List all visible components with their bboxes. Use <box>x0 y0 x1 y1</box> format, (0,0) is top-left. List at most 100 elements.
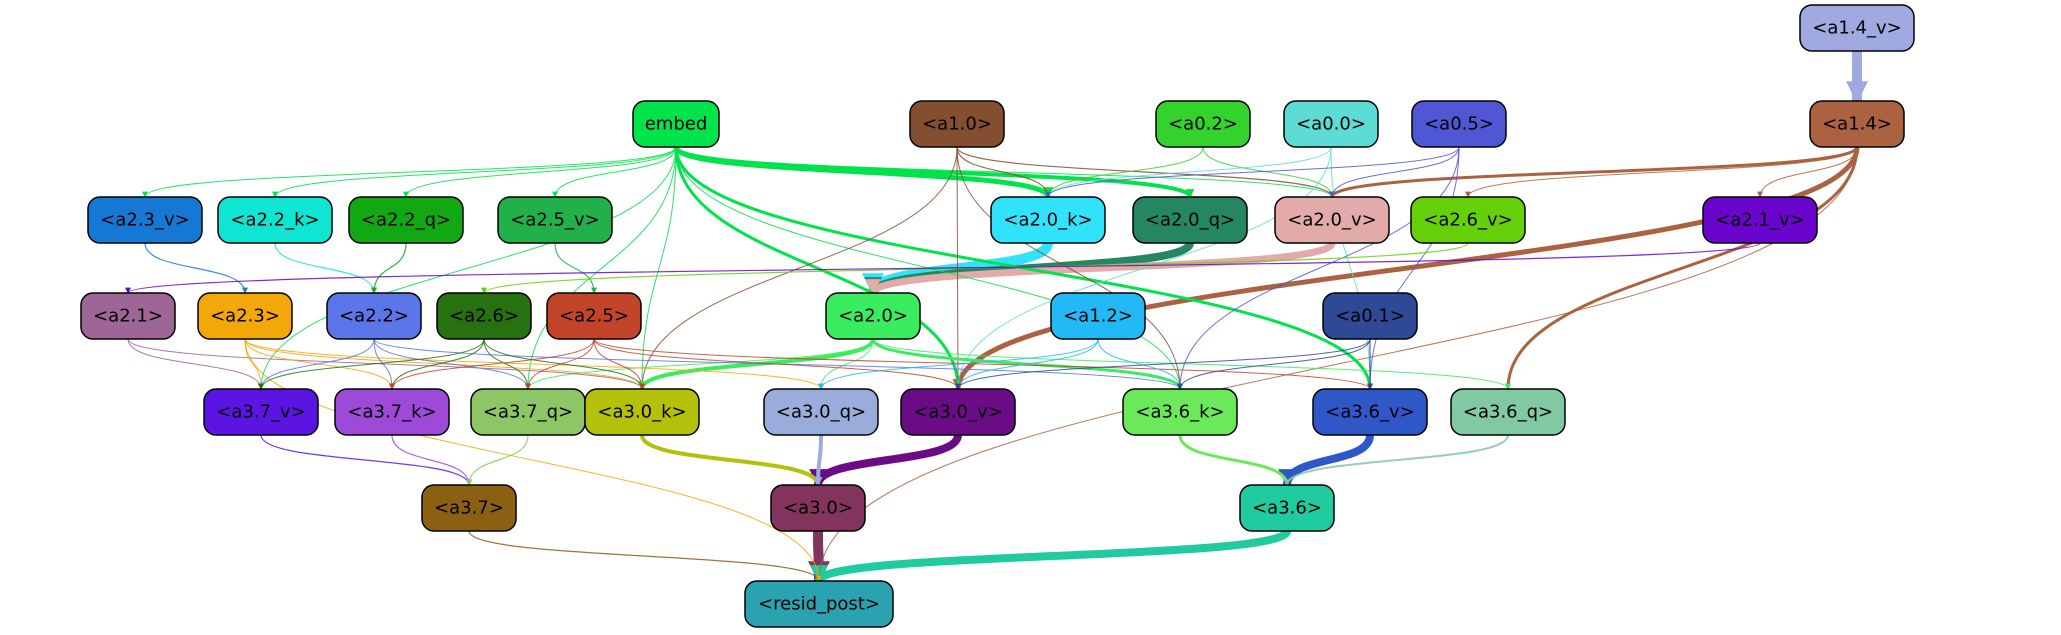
edge-a3_0_q-to-a3_0 <box>813 434 823 486</box>
node-a2-2[interactable]: <a2.2> <box>326 292 422 340</box>
node-box <box>1155 100 1251 148</box>
node-a3-0-q[interactable]: <a3.0_q> <box>763 388 879 436</box>
node-label: <a3.6_k> <box>1135 402 1224 423</box>
node-a1-4[interactable]: <a1.4> <box>1809 100 1905 148</box>
node-a3-7-k[interactable]: <a3.7_k> <box>334 388 450 436</box>
edge-a3_7_q-to-a3_7 <box>466 434 529 486</box>
edge-a2_2-to-a3_7_k <box>373 338 395 390</box>
node-a2-0[interactable]: <a2.0> <box>825 292 921 340</box>
node-label: <a2.0_q> <box>1145 210 1235 231</box>
node-box <box>584 388 700 436</box>
node-a0-5[interactable]: <a0.5> <box>1411 100 1507 148</box>
node-box <box>197 292 293 340</box>
node-label: <a3.7> <box>434 498 504 519</box>
edge-a0_1-to-a3_0_v <box>955 338 1371 390</box>
node-box <box>1410 196 1526 244</box>
node-label: <a3.6_v> <box>1325 402 1414 423</box>
node-label: <a0.1> <box>1335 306 1405 327</box>
node-resid-post[interactable]: <resid_post> <box>744 580 894 628</box>
node-a3-6[interactable]: <a3.6> <box>1239 484 1335 532</box>
node-a1-0[interactable]: <a1.0> <box>909 100 1005 148</box>
node-a2-2-q[interactable]: <a2.2_q> <box>348 196 464 244</box>
edge-a1_4-to-a3_0_v <box>952 146 1860 391</box>
node-label: <a2.1_v> <box>1715 210 1804 231</box>
edge-a3_0_k-to-a3_0 <box>640 434 823 486</box>
edge-a2_2-to-a3_7_q <box>373 338 531 390</box>
node-a2-0-k[interactable]: <a2.0_k> <box>990 196 1106 244</box>
node-a2-2-k[interactable]: <a2.2_k> <box>217 196 333 244</box>
node-box <box>770 484 866 532</box>
node-a1-4-v[interactable]: <a1.4_v> <box>1799 4 1915 52</box>
edge-embed-to-a3_0_k <box>639 146 677 390</box>
edge-a3_7_k-to-a3_7 <box>391 434 472 486</box>
node-a2-0-v[interactable]: <a2.0_v> <box>1274 196 1390 244</box>
edge-a2_6-to-a3_7_q <box>483 338 531 390</box>
edge-a2_0_v-to-a2_0 <box>865 241 1336 295</box>
edge-a1_4-to-a2_6_v <box>1465 146 1858 198</box>
node-a2-1[interactable]: <a2.1> <box>80 292 176 340</box>
edge-a0_1-to-a3_6_k <box>1177 338 1371 390</box>
node-label: <a0.5> <box>1424 114 1494 135</box>
edge-a3_7_v-to-a3_7 <box>260 434 472 486</box>
node-label: <a1.4> <box>1822 114 1892 135</box>
node-box <box>1799 4 1915 52</box>
node-a2-6[interactable]: <a2.6> <box>436 292 532 340</box>
edge-a2_3-to-a3_7_v <box>244 338 264 390</box>
edge-embed-to-a3_6_v <box>674 146 1373 390</box>
node-box <box>326 292 422 340</box>
edge-a2_0-to-a3_7_q <box>525 338 874 390</box>
node-a3-0-v[interactable]: <a3.0_v> <box>900 388 1016 436</box>
node-a2-0-q[interactable]: <a2.0_q> <box>1132 196 1248 244</box>
node-label: <a2.6_v> <box>1423 210 1512 231</box>
node-label: <a2.5_v> <box>510 210 599 231</box>
node-box <box>348 196 464 244</box>
node-box <box>1411 100 1507 148</box>
node-a3-0[interactable]: <a3.0> <box>770 484 866 532</box>
node-layer: <a1.4_v>embed <a1.0> <a0.2> <a0.0> <a0.5> <a1… <box>80 4 1915 628</box>
node-a2-3[interactable]: <a2.3> <box>197 292 293 340</box>
node-a3-7-q[interactable]: <a3.7_q> <box>470 388 586 436</box>
node-a2-5[interactable]: <a2.5> <box>546 292 642 340</box>
node-label: <a3.6_q> <box>1463 402 1553 423</box>
edge-a1_2-to-a3_0_v <box>955 338 1099 390</box>
node-box <box>990 196 1106 244</box>
node-label: <a3.0_v> <box>913 402 1002 423</box>
edge-a2_2-to-a3_7_v <box>258 338 375 390</box>
node-a3-6-k[interactable]: <a3.6_k> <box>1122 388 1238 436</box>
edge-a2_3-to-a3_0_q <box>244 338 824 390</box>
node-box <box>1239 484 1335 532</box>
node-label: <a3.7_k> <box>347 402 436 423</box>
node-a0-1[interactable]: <a0.1> <box>1322 292 1418 340</box>
edge-a2_5-to-a3_7_k <box>389 338 595 390</box>
node-a3-0-k[interactable]: <a3.0_k> <box>584 388 700 436</box>
edge-a0_2-to-a2_0_k <box>1045 146 1204 198</box>
node-box <box>1322 292 1418 340</box>
edge-a2_5-to-a3_6_v <box>593 338 1373 390</box>
edge-a1_2-to-a3_0_q <box>818 338 1099 390</box>
node-a2-6-v[interactable]: <a2.6_v> <box>1410 196 1526 244</box>
node-a2-5-v[interactable]: <a2.5_v> <box>497 196 613 244</box>
node-embed[interactable]: embed <box>632 100 720 148</box>
node-a3-6-v[interactable]: <a3.6_v> <box>1312 388 1428 436</box>
node-a3-6-q[interactable]: <a3.6_q> <box>1450 388 1566 436</box>
edge-a3_6_v-to-a3_6 <box>1278 434 1374 487</box>
edge-a2_5_v-to-a2_5 <box>554 242 597 294</box>
node-a0-2[interactable]: <a0.2> <box>1155 100 1251 148</box>
edge-embed-to-a2_0_q <box>674 145 1195 199</box>
node-box <box>1702 196 1818 244</box>
edge-embed-to-a3_0_v <box>674 146 961 390</box>
node-a2-1-v[interactable]: <a2.1_v> <box>1702 196 1818 244</box>
edge-a2_5-to-a3_7_q <box>525 338 595 390</box>
edge-a2_2_q-to-a2_2 <box>371 242 407 294</box>
node-label: <a3.0_k> <box>597 402 686 423</box>
node-a0-0[interactable]: <a0.0> <box>1283 100 1379 148</box>
node-label: <a2.0_k> <box>1003 210 1092 231</box>
node-a1-2[interactable]: <a1.2> <box>1050 292 1146 340</box>
edge-a3_7-to-resid_post <box>468 530 822 582</box>
node-a3-7[interactable]: <a3.7> <box>421 484 517 532</box>
edge-a2_6-to-a3_7_k <box>389 338 485 390</box>
node-a2-3-v[interactable]: <a2.3_v> <box>87 196 203 244</box>
node-a3-7-v[interactable]: <a3.7_v> <box>203 388 319 436</box>
node-label: <a2.2_q> <box>361 210 451 231</box>
